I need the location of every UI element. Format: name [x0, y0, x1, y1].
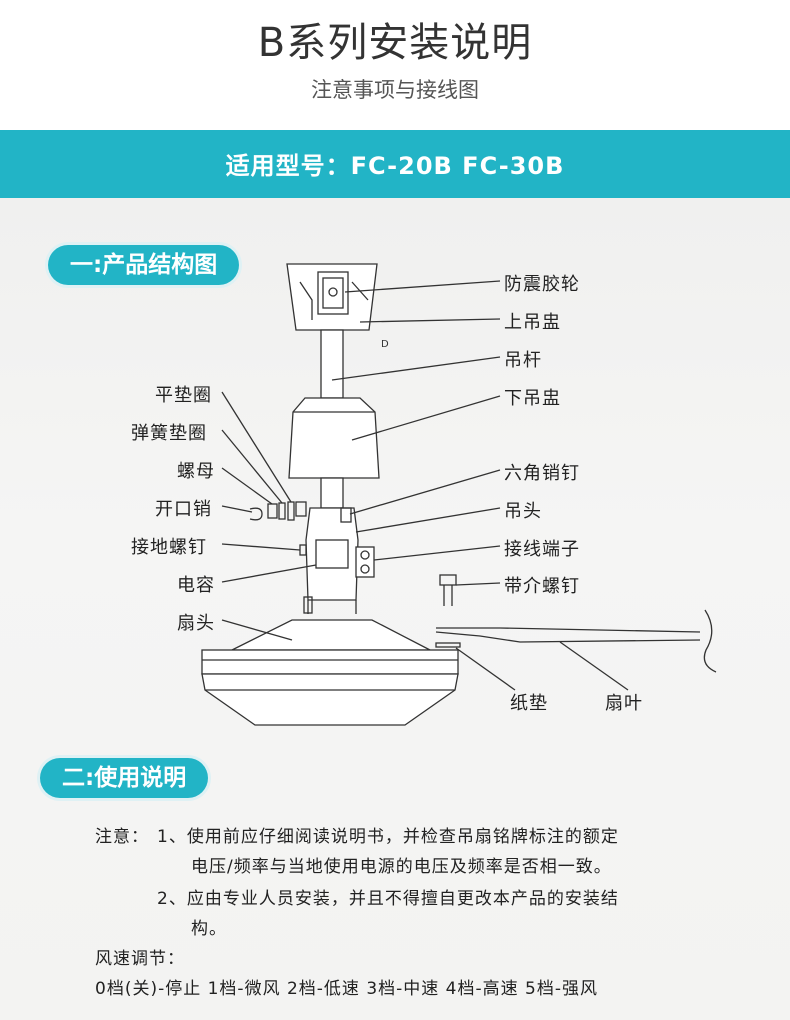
section1-heading: 一:产品结构图 [48, 245, 240, 285]
fan-motor-bottom [201, 673, 459, 726]
label-fan-blade: 扇叶 [605, 693, 643, 714]
fan-motor-body [201, 649, 459, 675]
note-prefix: 注意： [95, 827, 149, 847]
label-hanger-head: 吊头 [504, 501, 542, 522]
label-rubber-wheel: 防震胶轮 [504, 274, 580, 295]
label-capacitor: 电容 [177, 575, 215, 596]
label-paper-gasket: 纸垫 [510, 693, 548, 714]
label-terminal-block: 接线端子 [504, 539, 580, 560]
model-band: 适用型号：FC-20B FC-30B [0, 130, 790, 198]
page-header: B系列安装说明 注意事项与接线图 [0, 0, 790, 130]
section2-heading: 二:使用说明 [40, 758, 209, 798]
spring-washer [278, 502, 286, 520]
label-flat-washer: 平垫圈 [155, 385, 212, 406]
paper-gasket [435, 642, 461, 648]
label-upper-canopy: 上吊盅 [504, 312, 561, 333]
label-blade-screw: 带介螺钉 [504, 576, 580, 597]
fan-blade [435, 627, 701, 643]
label-hex-pin: 六角销钉 [504, 463, 580, 484]
ground-screw [299, 544, 307, 556]
down-rod [320, 329, 344, 399]
flat-washer [287, 501, 295, 521]
model-text: 适用型号：FC-20B FC-30B [225, 152, 565, 180]
label-lower-canopy: 下吊盅 [504, 388, 561, 409]
label-nut: 螺母 [177, 461, 215, 482]
label-down-rod: 吊杆 [504, 350, 542, 371]
label-ground-screw: 接地螺钉 [131, 537, 207, 558]
speed-title: 风速调节： [95, 949, 185, 969]
diagram-mark: D [381, 339, 389, 350]
fan-motor-top [231, 619, 431, 651]
label-spring-washer: 弹簧垫圈 [131, 423, 207, 444]
nut [267, 503, 278, 519]
page-subtitle: 注意事项与接线图 [311, 78, 479, 102]
note-2a: 2、应由专业人员安装，并且不得擅自更改本产品的安装结 [157, 889, 619, 909]
label-split-pin: 开口销 [155, 499, 212, 520]
note-2b: 构。 [191, 919, 227, 939]
content-area [0, 198, 790, 1020]
note-1b: 电压/频率与当地使用电源的电压及频率是否相一致。 [191, 857, 612, 877]
blade-screw-head [439, 574, 457, 586]
hex-pin [340, 507, 352, 523]
page-title: B系列安装说明 [257, 20, 533, 66]
label-fan-head: 扇头 [177, 613, 215, 634]
rubber-wheel-bracket [299, 281, 313, 320]
speed-levels: 0档(关)-停止 1档-微风 2档-低速 3档-中速 4档-高速 5档-强风 [95, 979, 598, 999]
capacitor-box [315, 539, 349, 569]
split-pin [249, 507, 263, 521]
lower-canopy [288, 397, 380, 479]
note-1a: 1、使用前应仔细阅读说明书，并检查吊扇铭牌标注的额定 [157, 827, 619, 847]
